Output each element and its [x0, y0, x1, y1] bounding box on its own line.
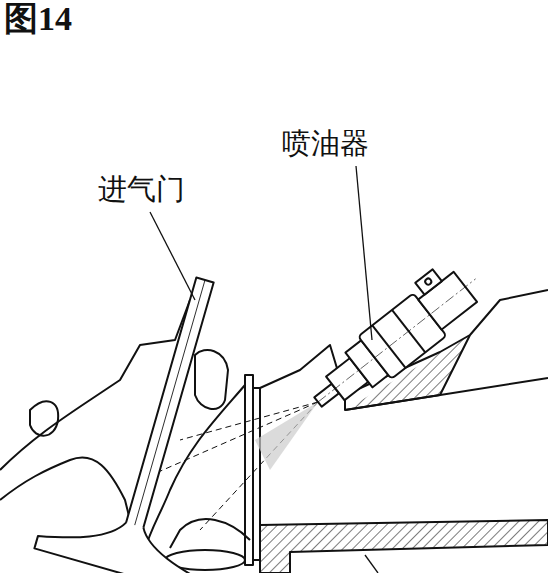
head-inner	[0, 457, 135, 540]
intake-valve	[34, 255, 291, 573]
port-wall	[170, 519, 250, 548]
manifold-lower	[260, 520, 548, 573]
gasket	[253, 388, 260, 560]
leader-line	[150, 212, 195, 300]
flange	[245, 375, 253, 565]
leader-line	[356, 166, 372, 340]
spray	[255, 402, 318, 470]
part-label: 进气门	[98, 174, 185, 206]
fuel-injector	[297, 252, 492, 423]
head-cavity	[30, 401, 58, 435]
part-label: 喷油器	[282, 128, 369, 160]
leader-line	[365, 555, 378, 573]
figure-title: 图14	[4, 0, 72, 37]
head-cavity	[195, 350, 228, 409]
